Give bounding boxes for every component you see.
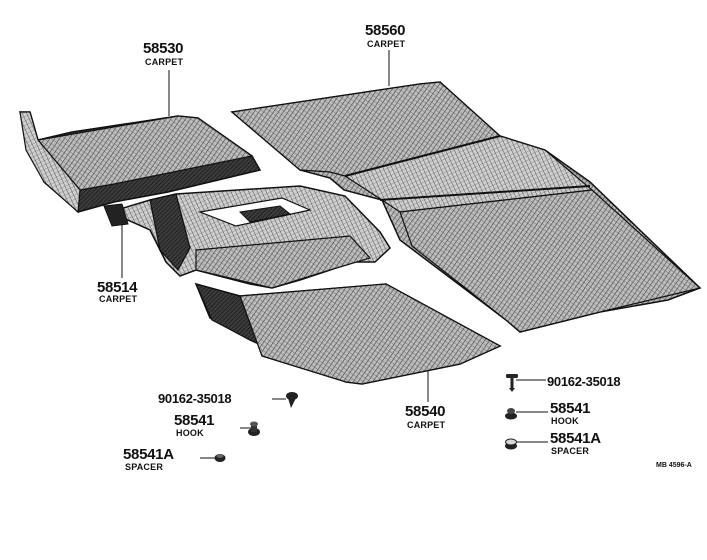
part-name-58514: CARPET (99, 294, 138, 304)
carpet-58514-shape (103, 185, 391, 289)
leader-lines (121, 50, 548, 459)
screw-left-icon (286, 392, 298, 408)
part-name-spacer-right: SPACER (551, 446, 590, 456)
part-number-hook-right: 58541 (550, 400, 591, 417)
hook-right-icon (505, 408, 517, 420)
part-name-hook-right: HOOK (551, 416, 579, 426)
part-number-hook-left: 58541 (174, 412, 215, 429)
part-name-58560: CARPET (367, 39, 406, 49)
part-number-screw-right: 90162-35018 (547, 374, 621, 389)
carpet-58530-shape (19, 111, 262, 214)
carpet-58540-shape (194, 282, 502, 385)
part-number-58530: 58530 (143, 40, 184, 57)
part-name-58530: CARPET (145, 57, 184, 67)
hook-left-icon (248, 421, 260, 436)
part-number-screw-left: 90162-35018 (158, 391, 232, 406)
carpet-58560-shape (230, 81, 702, 333)
part-name-58540: CARPET (407, 420, 446, 430)
part-number-58514: 58514 (97, 279, 138, 296)
part-number-58560: 58560 (365, 22, 406, 39)
drawing-code: MB 4596-A (656, 462, 692, 469)
part-number-58540: 58540 (405, 403, 446, 420)
part-number-spacer-left: 58541A (123, 446, 174, 463)
part-name-spacer-left: SPACER (125, 462, 164, 472)
screw-right-icon (506, 374, 518, 392)
part-name-hook-left: HOOK (176, 428, 204, 438)
spacer-left-icon (214, 454, 226, 462)
spacer-right-icon (505, 438, 517, 450)
part-number-spacer-right: 58541A (550, 430, 601, 447)
